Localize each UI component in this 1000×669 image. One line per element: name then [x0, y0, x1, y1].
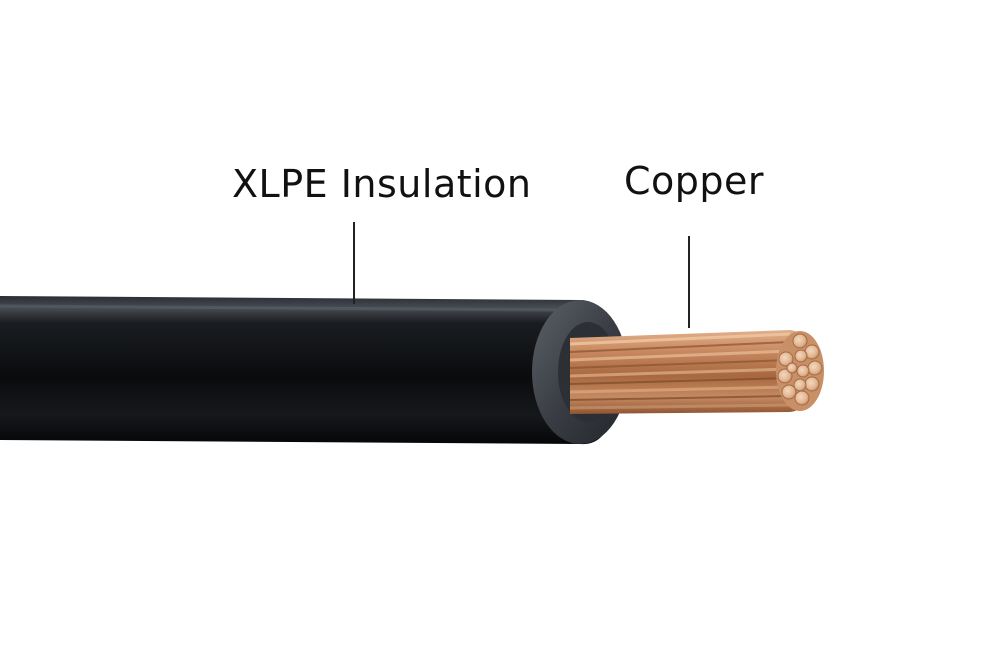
insulation-jacket — [0, 296, 628, 445]
copper-label: Copper — [624, 159, 765, 203]
insulation-label: XLPE Insulation — [232, 162, 532, 206]
copper-conductor — [570, 330, 824, 414]
